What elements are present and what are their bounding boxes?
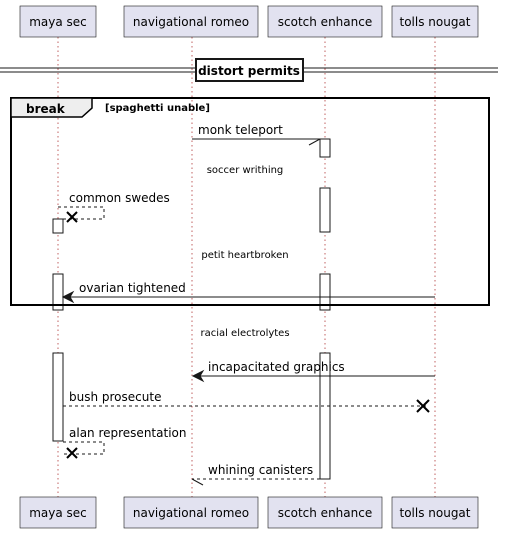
- message-label: whining canisters: [208, 463, 313, 477]
- fragment-keyword: break: [26, 102, 66, 116]
- destroy-icon: [416, 399, 430, 413]
- participant-scotch-enhance-top[interactable]: scotch enhance: [267, 5, 383, 38]
- message-label: common swedes: [69, 191, 170, 205]
- message-label: bush prosecute: [69, 390, 161, 404]
- activation-maya-1: [52, 218, 64, 234]
- destroy-icon: [66, 447, 78, 459]
- message-ovarian-tightened: ovarian tightened: [61, 281, 435, 304]
- participant-label: maya sec: [29, 506, 87, 520]
- participant-tolls-nougat-top[interactable]: tolls nougat: [391, 5, 479, 38]
- message-common-swedes: common swedes: [58, 191, 170, 223]
- fragment-condition: [spaghetti unable]: [105, 103, 210, 114]
- participant-maya-sec-top[interactable]: maya sec: [19, 5, 97, 38]
- message-whining-canisters: whining canisters: [191, 463, 320, 486]
- participant-label: tolls nougat: [399, 506, 470, 520]
- message-incapacitated-graphics: incapacitated graphics: [191, 360, 435, 383]
- delay-label: soccer writhing: [207, 165, 284, 176]
- activation-scotch-4: [319, 352, 331, 480]
- divider: distort permits: [0, 58, 498, 82]
- participant-scotch-enhance-bottom[interactable]: scotch enhance: [267, 496, 383, 529]
- participant-label: tolls nougat: [399, 15, 470, 29]
- activation-scotch-1: [319, 138, 331, 158]
- activation-maya-2: [52, 273, 64, 311]
- activation-scotch-2: [319, 187, 331, 233]
- message-monk-teleport: monk teleport: [192, 123, 321, 146]
- participant-label: navigational romeo: [133, 15, 249, 29]
- destroy-icon: [66, 211, 78, 223]
- activation-scotch-3: [319, 273, 331, 311]
- message-label: incapacitated graphics: [208, 360, 345, 374]
- participant-label: navigational romeo: [133, 506, 249, 520]
- message-label: monk teleport: [198, 123, 283, 137]
- message-label: alan representation: [69, 426, 186, 440]
- participant-tolls-nougat-bottom[interactable]: tolls nougat: [391, 496, 479, 529]
- participant-navigational-romeo-top[interactable]: navigational romeo: [123, 5, 259, 38]
- participant-label: scotch enhance: [278, 15, 372, 29]
- divider-label: distort permits: [198, 64, 300, 78]
- participant-maya-sec-bottom[interactable]: maya sec: [19, 496, 97, 529]
- delay-label: racial electrolytes: [200, 328, 289, 339]
- participant-navigational-romeo-bottom[interactable]: navigational romeo: [123, 496, 259, 529]
- participant-label: scotch enhance: [278, 506, 372, 520]
- activation-maya-3: [52, 352, 64, 442]
- message-bush-prosecute: bush prosecute: [63, 390, 430, 413]
- break-fragment: break [spaghetti unable]: [10, 97, 490, 306]
- message-alan-representation: alan representation: [63, 426, 186, 459]
- delay-label: petit heartbroken: [201, 250, 288, 261]
- participant-label: maya sec: [29, 15, 87, 29]
- message-label: ovarian tightened: [79, 281, 186, 295]
